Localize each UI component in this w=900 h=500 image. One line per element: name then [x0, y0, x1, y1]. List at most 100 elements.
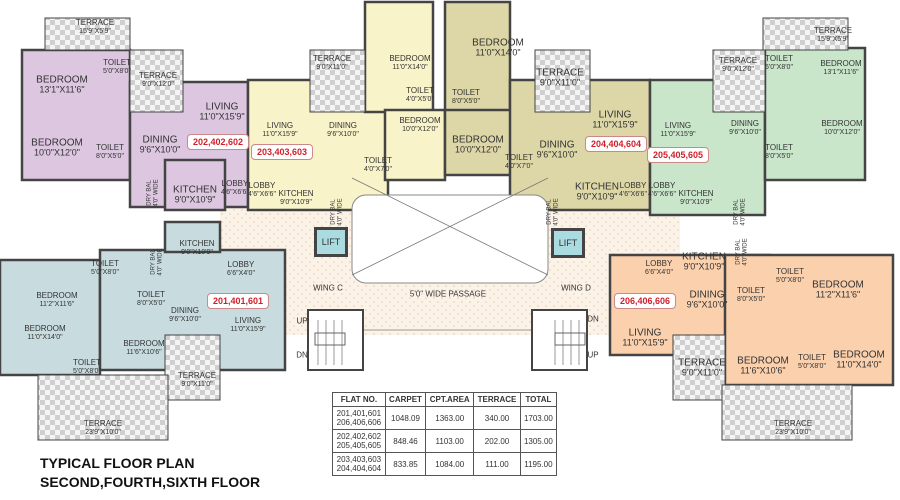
- room-size: 11'0"X14'0": [27, 333, 63, 341]
- terrace-cell: 202.00: [473, 429, 521, 453]
- room-name: TOILET: [765, 142, 793, 152]
- room-size: 9'0"X10'9": [680, 198, 712, 206]
- room-name: BEDROOM: [833, 349, 885, 361]
- room-size: 11'6"X10'6": [740, 365, 786, 376]
- room-size: 6'6"X4'0": [645, 268, 673, 276]
- wing-d-label: WING D: [561, 283, 591, 293]
- room-name: KITCHEN: [173, 184, 217, 196]
- room-name: LOBBY: [619, 180, 647, 190]
- room-size: 9'6"X10'0": [139, 144, 181, 155]
- terrace-cell: 340.00: [473, 406, 521, 430]
- room-size: 4'6"X6'6": [248, 190, 276, 198]
- room-name: TERRACE: [83, 418, 123, 428]
- room-name: LOBBY: [227, 259, 255, 269]
- room-size: 11'0"X14'0": [475, 47, 521, 58]
- room-name: KITCHEN: [678, 188, 714, 198]
- flat-no-b: 206,406,606: [336, 418, 382, 427]
- room-size: 11'0"X15'9": [262, 130, 298, 138]
- room-size: 10'0"X12'0": [824, 128, 860, 136]
- room-size: 11'0"X15'9": [592, 119, 638, 130]
- wing-c-label: WING C: [313, 283, 343, 293]
- dry-balcony-size: 4'0" WIDE: [740, 198, 746, 226]
- room-size: 5'0"X8'0": [91, 268, 119, 276]
- plan-subtitle: SECOND,FOURTH,SIXTH FLOOR: [40, 474, 261, 490]
- dry-balcony-name: DRY BAL: [146, 180, 153, 206]
- staircase-wing-d: [531, 309, 588, 371]
- room-name: KITCHEN: [575, 181, 619, 193]
- room-name: LIVING: [234, 315, 262, 325]
- room-name: BEDROOM: [24, 323, 66, 333]
- room-name: BEDROOM: [737, 355, 789, 367]
- room-name: KITCHEN: [682, 251, 726, 263]
- room-size: 9'0"X10'9": [181, 248, 213, 256]
- flat-number-badge: 202,402,602: [186, 134, 250, 150]
- terrace: [309, 49, 366, 113]
- room-size: 5'0"X8'0": [103, 67, 131, 75]
- room-name: TERRACE: [813, 25, 853, 35]
- terrace: [762, 17, 849, 51]
- room-size: 9'0"X12'0": [722, 65, 754, 73]
- room-name: LIVING: [205, 101, 239, 113]
- room-size: 4'0"X5'0": [406, 95, 434, 103]
- dry-balcony-name: DRY BAL: [546, 199, 553, 225]
- terrace: [37, 374, 169, 441]
- room-name: BEDROOM: [472, 37, 524, 49]
- room-name: TOILET: [103, 57, 131, 67]
- room-name: TERRACE: [536, 67, 584, 79]
- room-size: 9'0"X11'0": [316, 63, 348, 71]
- room-name: TOILET: [406, 85, 434, 95]
- room-size: 11'6"X10'6": [126, 348, 162, 356]
- room-size: 5'0"X8'0": [798, 362, 826, 370]
- room-name: TERRACE: [138, 70, 178, 80]
- room-size: 4'0"X7'0": [364, 165, 392, 173]
- room-name: LIVING: [598, 109, 632, 121]
- terrace: [534, 49, 591, 113]
- flat-no-b: 205,405,605: [336, 441, 382, 450]
- room-size: 9'0"X11'0": [681, 367, 723, 378]
- stair-up-label-c: UP: [296, 316, 308, 326]
- room-name: BEDROOM: [36, 290, 78, 300]
- room-size: 8'0"X5'0": [96, 152, 124, 160]
- room-size: 11'0"X15'9": [622, 337, 668, 348]
- room-name: BEDROOM: [389, 53, 431, 63]
- room-size: 9'6"X10'0": [729, 128, 761, 136]
- room-size: 8'0"X5'0": [737, 295, 765, 303]
- room-size: 4'6"X6'6": [619, 190, 647, 198]
- room-size: 10'0"X12'0": [34, 147, 80, 158]
- room-size: 9'6"X10'0": [327, 130, 359, 138]
- room-name: BEDROOM: [399, 115, 441, 125]
- header-total: TOTAL: [519, 392, 558, 407]
- room-name: TERRACE: [312, 53, 352, 63]
- flat-203-area: [383, 108, 447, 182]
- passage-label: 5'0" WIDE PASSAGE: [409, 289, 487, 299]
- lift-wing-c: LIFT: [314, 227, 348, 257]
- room-name: DINING: [171, 305, 199, 315]
- dry-balcony-name: DRY BAL: [735, 239, 742, 265]
- room-name: BEDROOM: [123, 338, 165, 348]
- flat-201-area: [163, 220, 222, 254]
